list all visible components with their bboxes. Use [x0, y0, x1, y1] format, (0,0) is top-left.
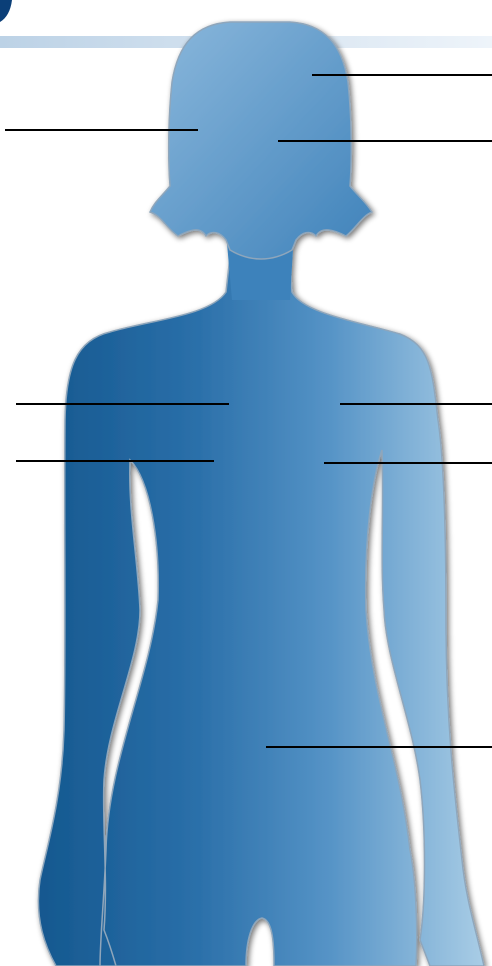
female-silhouette	[38, 22, 484, 966]
torso-and-arms	[38, 238, 484, 966]
corner-mark	[0, 0, 12, 22]
